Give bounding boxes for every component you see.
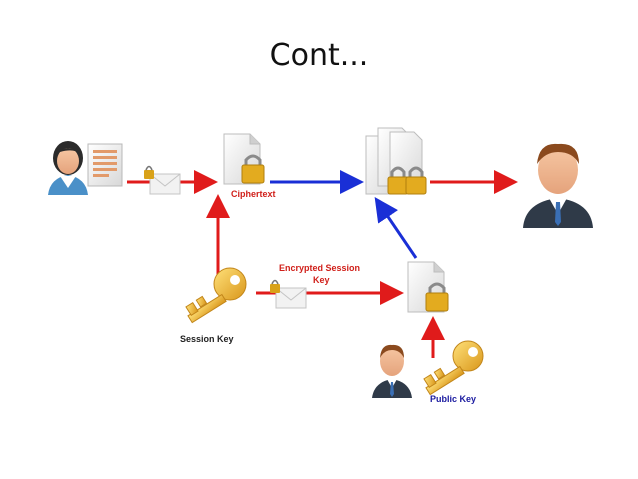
encrypted-session-key-label-line2: Key xyxy=(313,275,330,285)
female-user-icon xyxy=(48,141,88,195)
encrypted-session-key-label-line1: Encrypted Session xyxy=(279,263,360,273)
double-locked-files-icon xyxy=(365,127,427,195)
envelope-lock-icon xyxy=(270,279,307,309)
locked-file-icon xyxy=(223,133,265,185)
ciphertext-label: Ciphertext xyxy=(231,189,276,199)
male-user-icon xyxy=(523,143,593,228)
locked-file-icon xyxy=(407,261,449,313)
document-icon xyxy=(87,143,123,187)
arrow-encryptedkey-to-combined xyxy=(374,197,418,259)
session-key-label: Session Key xyxy=(180,334,234,344)
public-key-label: Public Key xyxy=(430,394,476,404)
male-user-icon xyxy=(372,344,412,398)
envelope-lock-icon xyxy=(144,165,181,195)
slide-title: Cont... xyxy=(269,38,369,73)
gold-key-icon xyxy=(423,340,484,396)
gold-key-icon xyxy=(185,267,247,324)
